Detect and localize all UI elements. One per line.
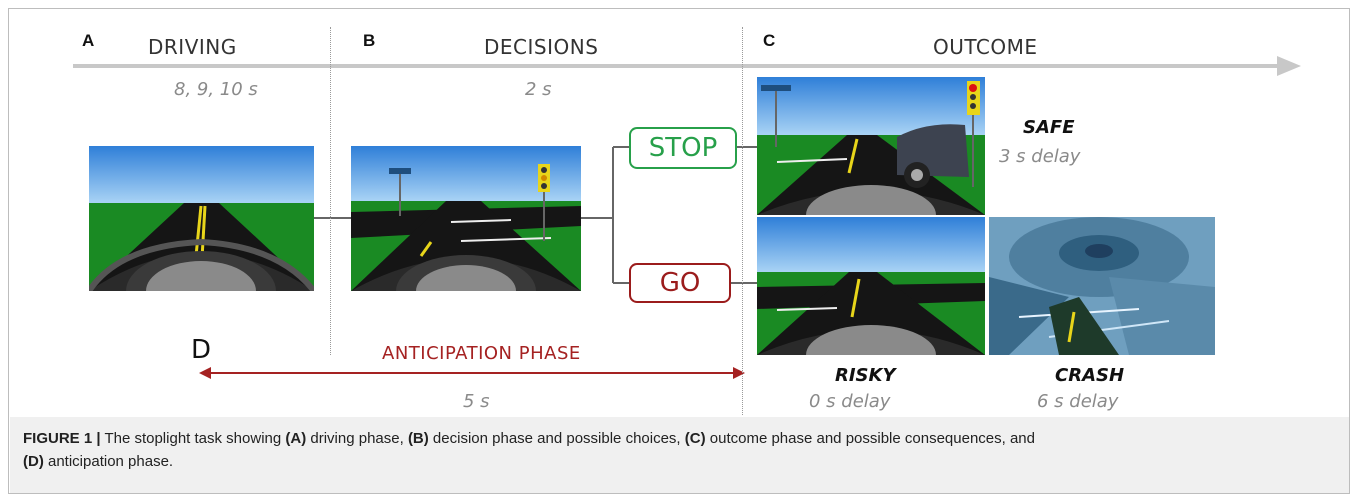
anticipation-duration: 5 s (463, 391, 490, 412)
crash-outcome-image (989, 217, 1215, 355)
risky-outcome-image (757, 217, 985, 355)
figure-caption: FIGURE 1 | The stoplight task showing (A… (23, 427, 1333, 473)
anticipation-phase-label: ANTICIPATION PHASE (382, 343, 581, 364)
caption-ref-d: (D) (23, 453, 44, 470)
panel-letter-a: A (82, 31, 95, 50)
go-choice-box: GO (629, 263, 731, 303)
divider-a-b (330, 27, 331, 355)
figure-frame: A DRIVING 8, 9, 10 s B DECISIONS 2 s C O… (8, 8, 1350, 494)
timeline-arrow (73, 56, 1301, 379)
panel-letter-b: B (363, 31, 376, 50)
caption-ref-b: (B) (407, 430, 429, 447)
caption-text-c: outcome phase and possible consequences,… (705, 430, 1035, 447)
panel-letter-d: D (191, 335, 212, 365)
caption-background (10, 417, 1349, 493)
caption-intro: The stoplight task showing (100, 430, 286, 447)
risky-outcome-label: RISKY (835, 365, 896, 386)
driving-scene-image (89, 146, 314, 291)
panel-letter-c: C (763, 31, 776, 50)
crash-outcome-label: CRASH (1055, 365, 1125, 386)
risky-delay-label: 0 s delay (809, 391, 891, 412)
phase-title-driving: DRIVING (148, 35, 237, 59)
decision-scene-image (351, 146, 581, 291)
safe-outcome-label: SAFE (1023, 117, 1075, 138)
decision-timing: 2 s (525, 79, 552, 100)
caption-text-b: decision phase and possible choices, (428, 430, 685, 447)
safe-outcome-image (757, 77, 985, 215)
phase-title-outcome: OUTCOME (933, 35, 1038, 59)
caption-ref-a: (A) (285, 430, 307, 447)
divider-b-c (742, 27, 743, 415)
safe-delay-label: 3 s delay (999, 146, 1081, 167)
phase-title-decisions: DECISIONS (484, 35, 599, 59)
figure-label: FIGURE 1 | (23, 430, 101, 447)
caption-ref-c: (C) (684, 430, 706, 447)
driving-timing: 8, 9, 10 s (174, 79, 258, 100)
caption-text-a: driving phase, (306, 430, 408, 447)
crash-delay-label: 6 s delay (1037, 391, 1119, 412)
caption-text-d: anticipation phase. (43, 453, 174, 470)
stop-choice-box: STOP (629, 127, 737, 169)
